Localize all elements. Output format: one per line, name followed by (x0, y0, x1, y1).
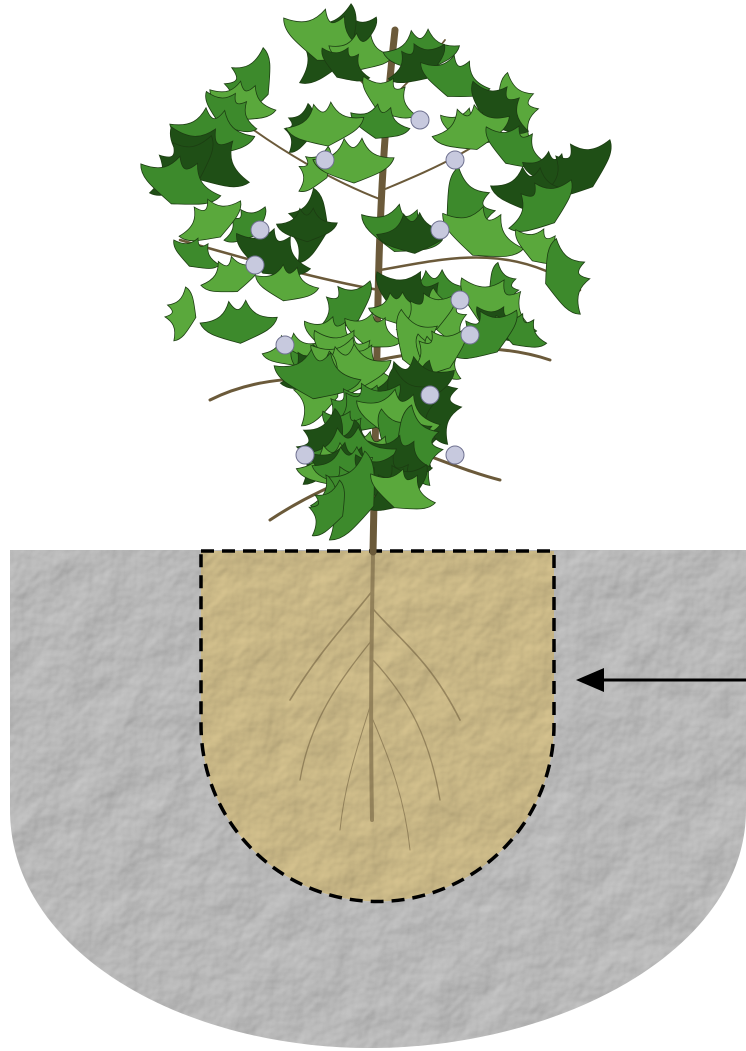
cotton-boll-icon (296, 446, 314, 464)
cotton-boll-icon (316, 151, 334, 169)
root-zone (201, 551, 554, 902)
cotton-boll-icon (246, 256, 264, 274)
leaf-icon (160, 284, 201, 344)
cotton-boll-icon (251, 221, 269, 239)
cotton-plant-icon (131, 0, 626, 552)
cotton-boll-icon (431, 221, 449, 239)
cotton-boll-icon (446, 151, 464, 169)
cotton-boll-icon (421, 386, 439, 404)
plant-leaves (131, 0, 626, 551)
cotton-boll-icon (451, 291, 469, 309)
cotton-boll-icon (446, 446, 464, 464)
cotton-boll-icon (411, 111, 429, 129)
leaf-icon (199, 298, 279, 346)
root-zone-fill (201, 551, 554, 902)
cotton-boll-icon (276, 336, 294, 354)
cotton-boll-icon (461, 326, 479, 344)
